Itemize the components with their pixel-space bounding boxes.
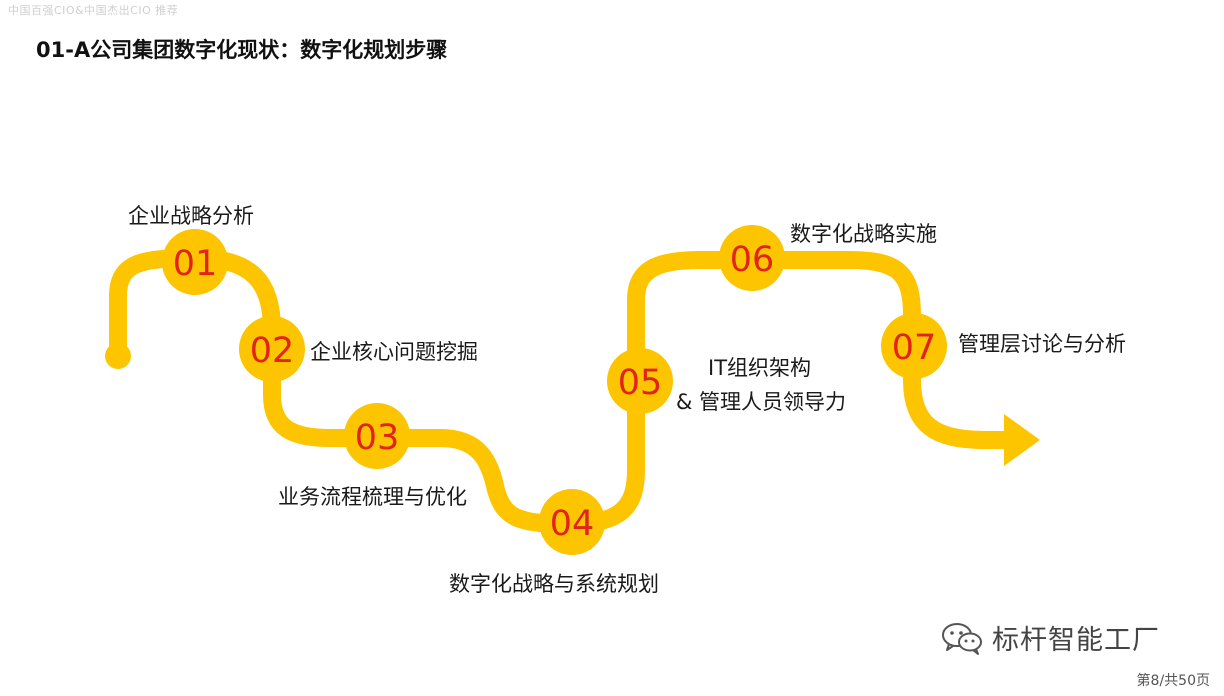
step-node-01: 01: [162, 229, 228, 295]
page-indicator: 第8/共50页: [1136, 673, 1210, 689]
step-number-02: 02: [250, 331, 295, 371]
roadmap-arrow-head: [1004, 414, 1040, 466]
roadmap-path: [109, 249, 1019, 533]
page-title: 01-A公司集团数字化现状：数字化规划步骤: [36, 38, 448, 62]
step-label-07: 管理层讨论与分析: [958, 332, 1126, 356]
step-number-01: 01: [173, 244, 218, 284]
step-label-05-line1: IT组织架构: [708, 356, 812, 380]
step-node-04: 04: [539, 489, 605, 555]
step-node-05: 05: [607, 348, 673, 414]
step-label-02: 企业核心问题挖掘: [310, 340, 478, 364]
step-number-05: 05: [618, 363, 663, 403]
brand-watermark: 标杆智能工厂: [940, 618, 1160, 657]
step-label-04: 数字化战略与系统规划: [449, 572, 659, 596]
step-number-04: 04: [550, 504, 595, 544]
step-number-06: 06: [730, 240, 775, 280]
step-node-06: 06: [719, 225, 785, 291]
step-label-03: 业务流程梳理与优化: [278, 485, 467, 509]
step-label-06: 数字化战略实施: [790, 222, 937, 246]
top-watermark: 中国百强CIO&中国杰出CIO 推荐: [8, 4, 179, 17]
step-label-05-line2: & 管理人员领导力: [676, 390, 847, 414]
step-label-01: 企业战略分析: [128, 204, 254, 228]
roadmap-start-dot: [105, 343, 131, 369]
step-node-03: 03: [344, 403, 410, 469]
step-number-03: 03: [355, 418, 400, 458]
brand-name: 标杆智能工厂: [992, 625, 1160, 656]
step-node-07: 07: [881, 313, 947, 379]
step-number-07: 07: [892, 328, 937, 368]
wechat-icon: [942, 622, 982, 655]
step-node-02: 02: [239, 316, 305, 382]
